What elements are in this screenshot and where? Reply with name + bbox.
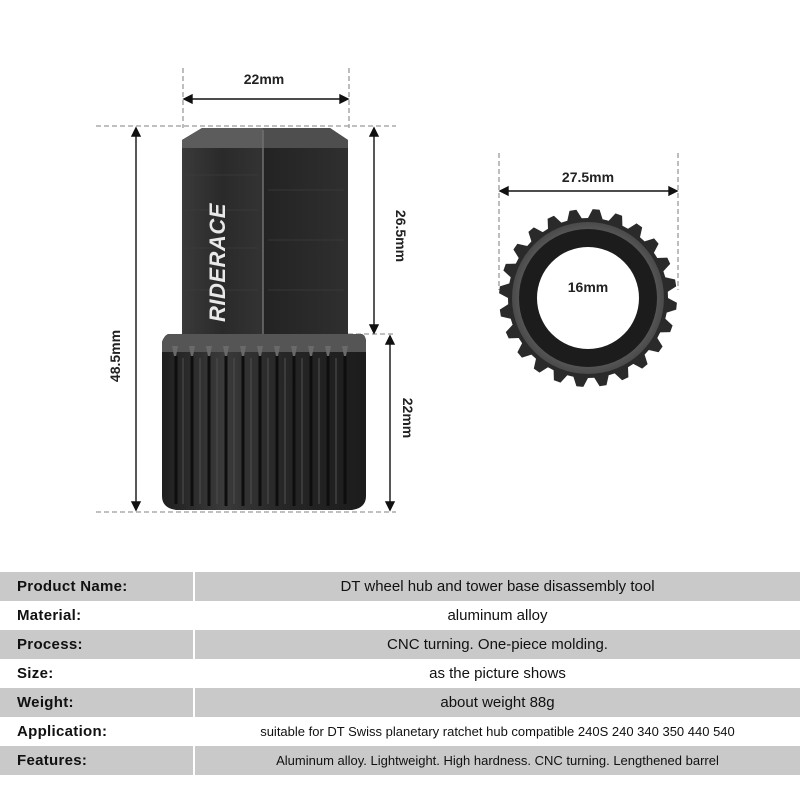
specs-table: Product Name: DT wheel hub and tower bas…: [0, 572, 800, 775]
spec-value: suitable for DT Swiss planetary ratchet …: [260, 724, 735, 739]
spec-value: DT wheel hub and tower base disassembly …: [195, 572, 800, 601]
total-height-label: 48.5mm: [107, 330, 123, 382]
spec-label: Weight:: [0, 688, 193, 717]
spec-label: Features:: [0, 746, 193, 775]
spec-row-size: Size: as the picture shows: [0, 659, 800, 688]
hex-width-label: 22mm: [244, 71, 284, 87]
inner-diameter-label: 16mm: [568, 279, 608, 295]
tool-side-view: RIDERACE: [162, 128, 366, 510]
spec-value: aluminum alloy: [447, 607, 548, 624]
spec-row-weight: Weight: about weight 88g: [0, 688, 800, 717]
spec-label: Size:: [17, 665, 54, 682]
spline-height-label: 22mm: [400, 398, 416, 438]
brand-logo: RIDERACE: [205, 202, 230, 322]
spec-label: Process:: [0, 630, 193, 659]
spec-row-product-name: Product Name: DT wheel hub and tower bas…: [0, 572, 800, 601]
spec-label: Product Name:: [0, 572, 193, 601]
spec-row-material: Material: aluminum alloy: [0, 601, 800, 630]
spec-value: about weight 88g: [195, 688, 800, 717]
spec-value: CNC turning. One-piece molding.: [195, 630, 800, 659]
hex-height-label: 26.5mm: [393, 210, 409, 262]
outer-diameter-label: 27.5mm: [562, 169, 614, 185]
spec-row-features: Features: Aluminum alloy. Lightweight. H…: [0, 746, 800, 775]
spec-value: Aluminum alloy. Lightweight. High hardne…: [195, 746, 800, 775]
spec-value: as the picture shows: [429, 665, 566, 682]
product-dimension-diagram: RIDERACE 22mm 48.5mm 26.5mm 22mm 27.5mm …: [96, 68, 679, 513]
dimension-guides: [96, 68, 679, 513]
spec-label: Application:: [17, 723, 108, 740]
spec-row-process: Process: CNC turning. One-piece molding.: [0, 630, 800, 659]
spec-row-application: Application: suitable for DT Swiss plane…: [0, 717, 800, 746]
spec-label: Material:: [17, 607, 82, 624]
tool-top-view: [499, 209, 677, 387]
